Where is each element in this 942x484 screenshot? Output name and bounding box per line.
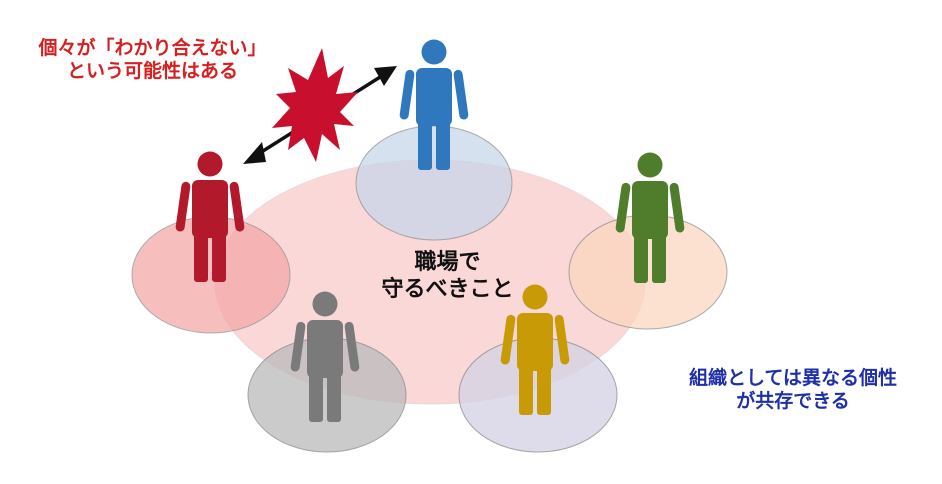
person-arm-right [554, 314, 570, 365]
conflict-burst-icon [272, 48, 358, 162]
person-arm-left [500, 314, 516, 365]
person-gold-icon [500, 284, 570, 415]
person-head [312, 291, 338, 317]
person-leg-right [436, 120, 450, 170]
coexist-label-line2: が共存できる [736, 390, 850, 413]
person-arm-right [229, 181, 245, 232]
person-leg-right [327, 372, 341, 422]
coexist-label-line1: 組織としては異なる個性 [688, 367, 898, 389]
person-gray-icon [290, 291, 360, 422]
person-arm-left [399, 69, 415, 120]
conflict-possibility-label: 個々が「わかり合えない」 という可能性はある [10, 37, 295, 83]
person-leg-left [194, 232, 208, 282]
person-head [421, 39, 447, 65]
conflict-label-line1: 個々が「わかり合えない」 [38, 37, 267, 59]
center-label-line1: 職場で [414, 250, 481, 275]
arrow-head-right [374, 66, 397, 86]
person-leg-left [418, 120, 432, 170]
center-label-line2: 守るべきこと [381, 276, 514, 302]
person-leg-left [309, 372, 323, 422]
person-arm-left [615, 182, 631, 233]
person-green-icon [615, 152, 685, 283]
person-leg-right [652, 233, 666, 283]
person-arm-right [344, 321, 360, 372]
workplace-rules-label: 職場で 守るべきこと [355, 250, 540, 304]
person-arm-right [669, 182, 685, 233]
coexistence-label: 組織としては異なる個性 が共存できる [662, 367, 924, 413]
person-torso [192, 180, 228, 238]
person-arm-left [175, 181, 191, 232]
person-torso [307, 320, 343, 378]
person-red-icon [175, 151, 245, 282]
person-torso [632, 181, 668, 239]
person-leg-left [519, 365, 533, 415]
person-arm-left [290, 321, 306, 372]
person-leg-left [634, 233, 648, 283]
person-head [197, 151, 223, 177]
person-arm-right [453, 69, 469, 120]
person-leg-right [537, 365, 551, 415]
personal-space-blue [355, 125, 513, 241]
arrow-head-left [243, 142, 266, 164]
person-torso [416, 68, 452, 126]
person-head [522, 284, 548, 310]
person-head [637, 152, 663, 178]
conflict-label-line2: という可能性はある [66, 60, 238, 83]
person-blue-icon [399, 39, 469, 170]
person-leg-right [212, 232, 226, 282]
person-torso [517, 313, 553, 371]
